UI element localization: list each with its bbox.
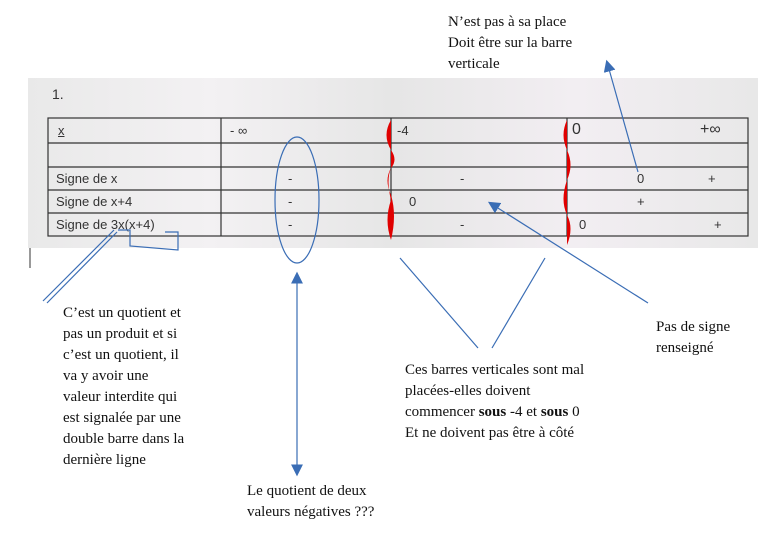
cell: - [288, 194, 293, 209]
note-line: C’est un quotient et [63, 305, 181, 321]
cell: 0 [409, 194, 417, 209]
cell: 0 [637, 171, 645, 186]
header-x: x [58, 123, 65, 138]
note-line: double barre dans la [63, 431, 185, 447]
note-line: va y avoir une [63, 368, 149, 384]
exercise-number: 1. [52, 86, 64, 102]
note-line: dernière ligne [63, 452, 146, 468]
note-line: verticale [448, 56, 500, 72]
header-value: 0 [572, 121, 581, 138]
red-squiggles [386, 120, 571, 245]
cell: - [460, 217, 465, 232]
text: 0 [568, 404, 580, 420]
cell: + [708, 171, 716, 186]
note-line: pas un produit et si [63, 326, 178, 342]
text: commencer [405, 404, 479, 420]
note-misplaced-zero: N’est pas à sa place Doit être sur la ba… [448, 12, 572, 75]
bold-text: sous [540, 404, 569, 420]
note-line: N’est pas à sa place [448, 14, 567, 30]
cell: + [637, 194, 645, 209]
note-line: Et ne doivent pas être à côté [405, 425, 575, 441]
note-line: commencer sous -4 et sous 0 [405, 402, 584, 423]
cell: - [288, 171, 293, 186]
note-vertical-bars: Ces barres verticales sont mal placées-e… [405, 360, 584, 444]
note-line: renseigné [656, 340, 714, 356]
header-value: +∞ [700, 121, 721, 138]
note-quotient: C’est un quotient et pas un produit et s… [63, 303, 184, 471]
cell: - [288, 217, 293, 232]
cell: - [460, 171, 465, 186]
cell: 0 [579, 217, 587, 232]
row-label: Signe de x [56, 171, 118, 186]
bold-text: sous [478, 404, 507, 420]
note-line: est signalée par une [63, 410, 181, 426]
row-label: Signe de 3x(x+4) [56, 217, 155, 232]
row-label: Signe de x+4 [56, 194, 133, 209]
note-missing-sign: Pas de signe renseigné [656, 317, 730, 359]
note-negative-quotient: Le quotient de deux valeurs négatives ??… [247, 481, 374, 523]
note-line: Ces barres verticales sont mal [405, 362, 585, 378]
header-value: -4 [397, 123, 409, 138]
cell: + [714, 217, 722, 232]
note-line: Doit être sur la barre [448, 35, 573, 51]
text: -4 et [506, 404, 541, 420]
note-line: valeur interdite qui [63, 389, 178, 405]
note-line: placées-elles doivent [405, 383, 531, 399]
note-line: Pas de signe [656, 319, 731, 335]
header-value: - ∞ [230, 123, 248, 138]
note-line: Le quotient de deux [247, 483, 367, 499]
note-line: valeurs négatives ??? [247, 504, 375, 520]
note-line: c’est un quotient, il [63, 347, 179, 363]
